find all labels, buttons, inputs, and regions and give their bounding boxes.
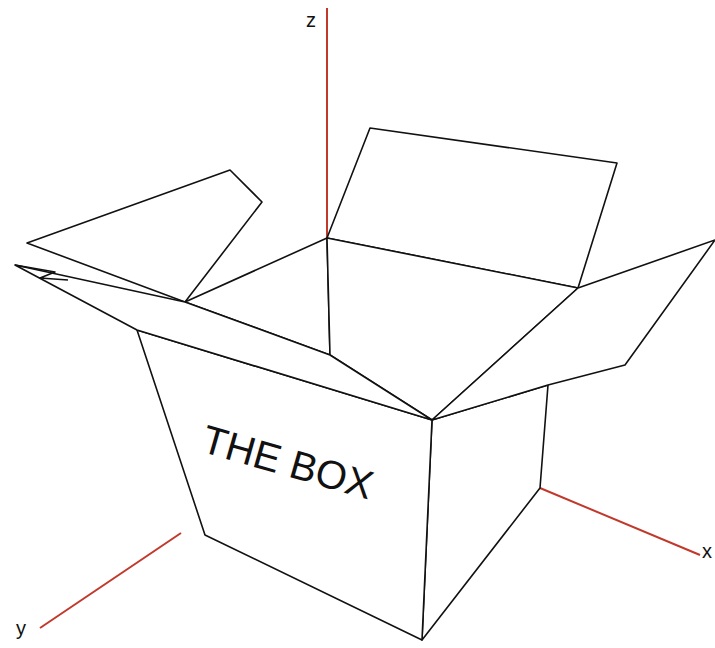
front-flap <box>15 265 432 420</box>
axis-label: x <box>702 541 712 561</box>
front-face <box>137 330 432 640</box>
box-drawing <box>15 128 715 640</box>
axis-label: z <box>306 10 316 30</box>
x-axis <box>540 488 700 555</box>
right-face <box>422 385 548 640</box>
flap-tip <box>15 265 68 280</box>
y-axis <box>40 533 181 628</box>
axis-label: y <box>16 618 26 638</box>
z-axis <box>326 8 328 238</box>
right-flap <box>432 240 715 420</box>
